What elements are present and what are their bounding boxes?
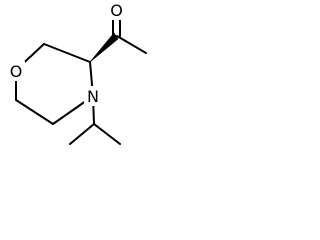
bond-ch-methyl-left: [69, 123, 95, 145]
stereo-wedge-bond: [89, 32, 119, 63]
chemical-structure-diagram: O N O: [7, 1, 147, 145]
bond-c5-c6: [15, 99, 54, 125]
ring-nitrogen-atom: N: [84, 86, 102, 106]
bond-c2-c3: [43, 43, 91, 63]
ring-oxygen-atom: O: [7, 61, 25, 81]
ring-oxygen-label: O: [10, 62, 23, 81]
carbonyl-oxygen-atom: O: [107, 1, 126, 20]
carbonyl-oxygen-label: O: [110, 1, 123, 20]
bond-carbonyl-methyl: [116, 35, 147, 54]
ring-nitrogen-label: N: [87, 87, 99, 106]
bond-ch-methyl-right: [93, 123, 121, 145]
